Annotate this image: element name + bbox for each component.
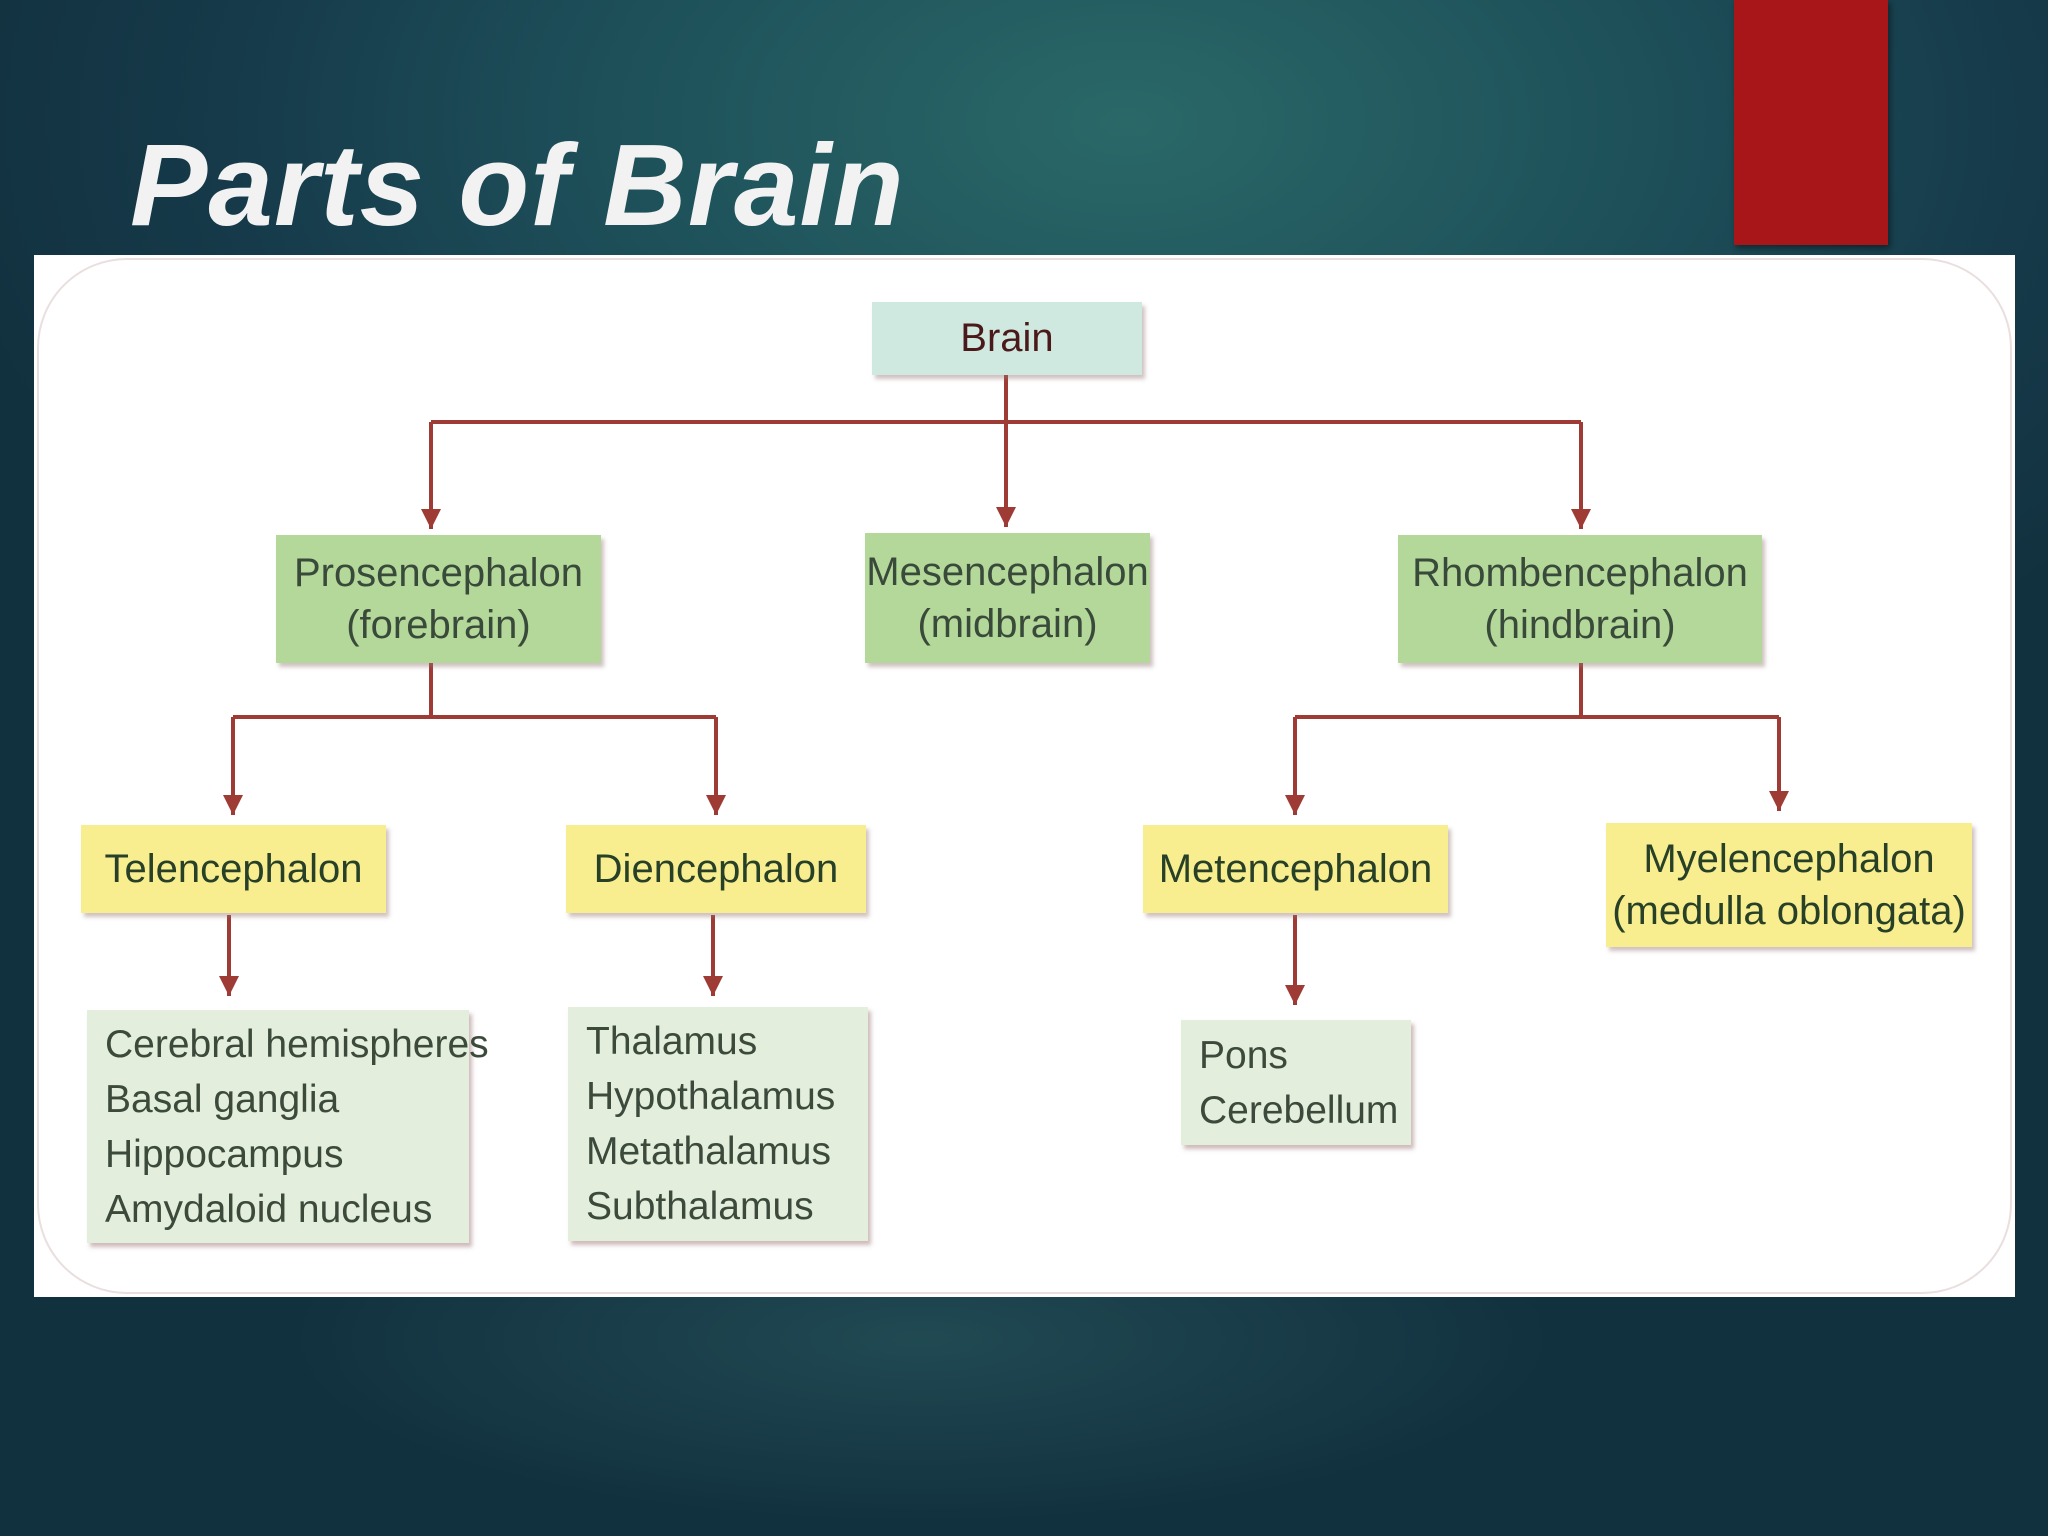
telencephalon-node: Telencephalon <box>81 825 386 913</box>
diencephalon-parts-list: Thalamus Hypothalamus Metathalamus Subth… <box>568 1007 868 1241</box>
myelencephalon-label: Myelencephalon <box>1643 837 1935 881</box>
list-item: Subthalamus <box>586 1185 814 1228</box>
telencephalon-parts-list: Cerebral hemispheres Basal ganglia Hippo… <box>87 1010 489 1243</box>
prosencephalon-note: (forebrain) <box>346 603 531 647</box>
diencephalon-node: Diencephalon <box>566 825 866 913</box>
list-item: Pons <box>1199 1033 1288 1077</box>
slide-title: Parts of Brain <box>130 120 905 250</box>
metencephalon-parts-list: Pons Cerebellum <box>1181 1020 1411 1145</box>
mesencephalon-label: Mesencephalon <box>866 550 1149 594</box>
list-item: Basal ganglia <box>105 1077 340 1121</box>
diencephalon-label: Diencephalon <box>593 847 839 891</box>
mesencephalon-node: Mesencephalon (midbrain) <box>865 533 1150 663</box>
list-item: Metathalamus <box>586 1130 831 1173</box>
rhombencephalon-label: Rhombencephalon <box>1412 551 1748 595</box>
background-glow <box>0 1290 2048 1536</box>
connector-lines <box>219 375 1789 1005</box>
telencephalon-label: Telencephalon <box>104 847 363 891</box>
myelencephalon-node: Myelencephalon (medulla oblongata) <box>1606 823 1972 947</box>
list-item: Amydaloid nucleus <box>105 1187 433 1231</box>
list-item: Hippocampus <box>105 1132 344 1176</box>
brain-node: Brain <box>872 302 1142 375</box>
metencephalon-node: Metencephalon <box>1143 825 1448 913</box>
list-item: Thalamus <box>586 1020 758 1063</box>
mesencephalon-note: (midbrain) <box>917 602 1098 646</box>
prosencephalon-node: Prosencephalon (forebrain) <box>276 535 601 663</box>
prosencephalon-label: Prosencephalon <box>293 551 584 595</box>
myelencephalon-note: (medulla oblongata) <box>1612 889 1966 933</box>
red-accent-tab <box>1734 0 1888 245</box>
metencephalon-label: Metencephalon <box>1158 847 1433 891</box>
rhombencephalon-note: (hindbrain) <box>1484 603 1676 647</box>
list-item: Hypothalamus <box>586 1075 836 1118</box>
list-item: Cerebral hemispheres <box>105 1022 489 1066</box>
diagram-panel: Brain Prosencephalon (forebrain) Mesence… <box>34 255 2015 1297</box>
list-item: Cerebellum <box>1199 1088 1399 1132</box>
brain-label: Brain <box>960 316 1054 360</box>
rhombencephalon-node: Rhombencephalon (hindbrain) <box>1398 535 1762 663</box>
